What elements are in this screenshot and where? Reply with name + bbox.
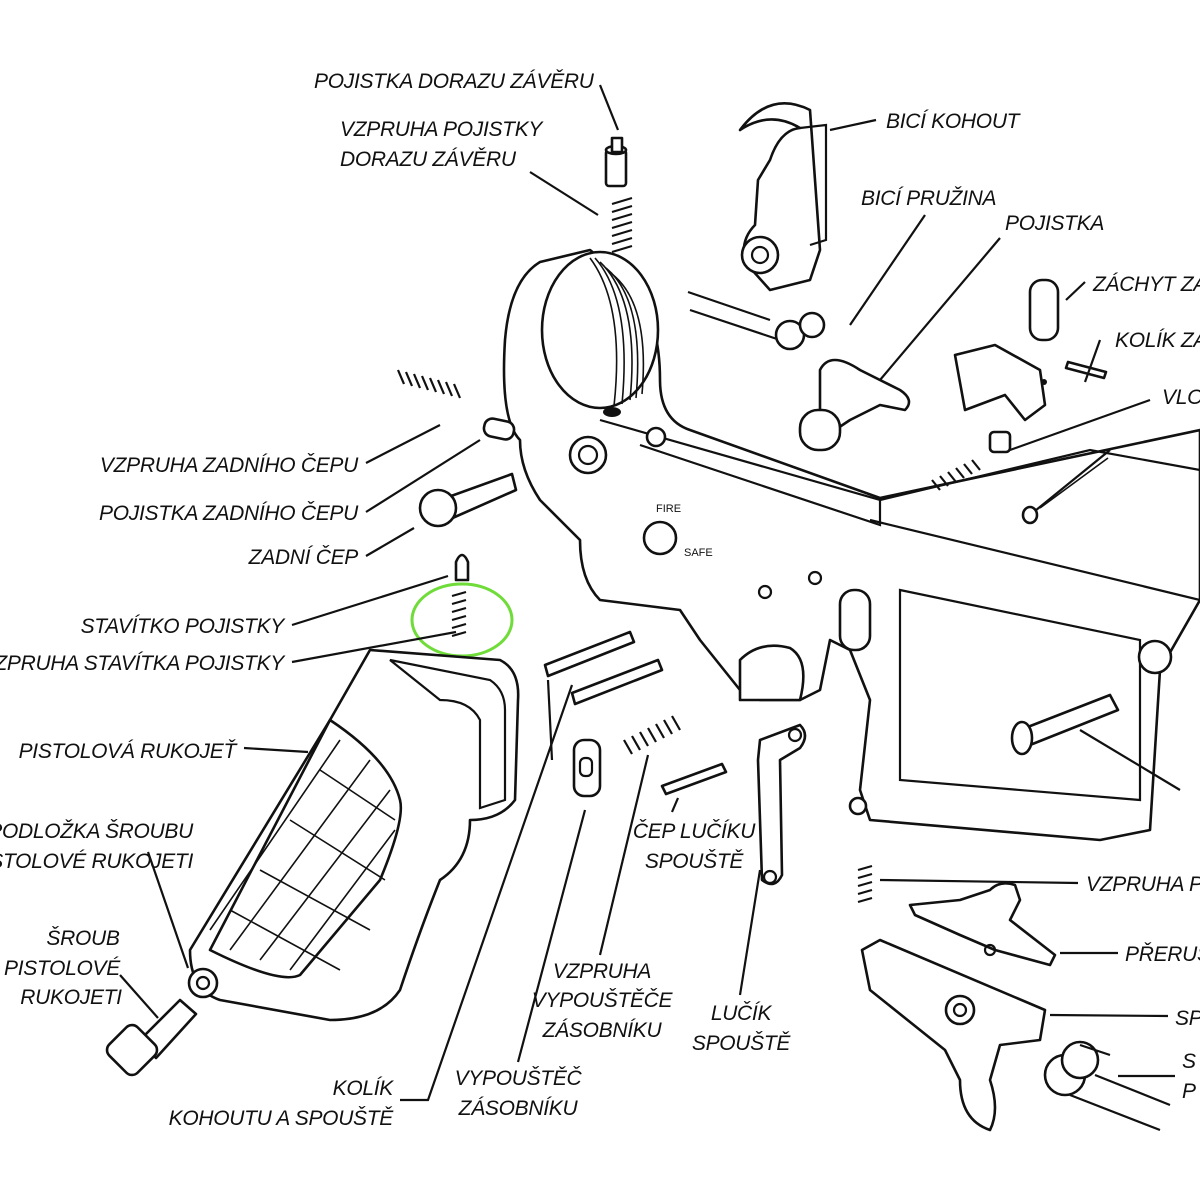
bolt-catch <box>953 278 1060 422</box>
label-grip-screw-2: PISTOLOVÉ <box>4 957 121 980</box>
trigger-guard <box>756 723 807 886</box>
label-hammer: BICÍ KOHOUT <box>886 110 1022 133</box>
disconnector-spring <box>857 864 873 904</box>
label-pistol-grip: PISTOLOVÁ RUKOJEŤ <box>19 740 239 763</box>
hammer-spring <box>687 290 826 351</box>
label-grip-screw-3: RUKOJETI <box>20 986 122 1009</box>
label-trigger-guard-2: SPOUŠTĚ <box>692 1032 792 1055</box>
label-grip-washer-2: STOLOVÉ RUKOJETI <box>0 850 193 873</box>
bolt-catch-plunger <box>604 136 628 188</box>
label-mag-release-spring-3: ZÁSOBNÍKU <box>542 1019 663 1042</box>
label-catch: ZÁCHYT ZA <box>1092 273 1200 296</box>
label-safety-detent-spring: ZPRUHA STAVÍTKA POJISTKY <box>0 652 286 675</box>
labels: POJISTKA DORAZU ZÁVĚRU VZPRUHA POJISTKY … <box>0 70 1200 1130</box>
label-safety: POJISTKA <box>1005 212 1104 235</box>
label-grip-screw-1: ŠROUB <box>46 927 119 950</box>
hammer <box>738 102 828 292</box>
trigger-guard-pin <box>660 762 728 796</box>
buffer-tube-threads <box>589 257 645 407</box>
label-trigger-guard-1: LUČÍK <box>711 1002 773 1025</box>
safety-selector <box>798 358 911 452</box>
lower-receiver: FIRE SAFE <box>502 248 1200 842</box>
label-trigger-guard-pin-2: SPOUŠTĚ <box>645 850 745 873</box>
takedown-detent <box>482 417 516 441</box>
hammer-trigger-pins <box>543 630 664 706</box>
label-bolt-catch-spring-2: DORAZU ZÁVĚRU <box>340 148 517 171</box>
fire-marking: FIRE <box>656 503 681 515</box>
safety-detent <box>454 553 470 582</box>
label-grip-washer-1: PODLOŽKA ŠROUBU <box>0 820 194 843</box>
label-bolt-catch-spring-1: VZPRUHA POJISTKY <box>340 118 544 141</box>
label-takedown-detent: POJISTKA ZADNÍHO ČEPU <box>99 502 359 525</box>
label-safety-detent: STAVÍTKO POJISTKY <box>81 615 287 638</box>
label-hammer-trigger-pin-2: KOHOUTU A SPOUŠTĚ <box>169 1107 395 1130</box>
label-mag-release-spring-2: VYPOUŠTĚČE <box>532 989 674 1012</box>
label-trigger-spring-1: S <box>1182 1050 1196 1073</box>
bolt-catch-spring <box>611 196 633 254</box>
pistol-grip <box>188 648 520 1022</box>
small-spring-right <box>931 459 981 491</box>
bolt-catch-pin <box>1064 360 1108 380</box>
small-plunger <box>988 430 1012 454</box>
label-trigger-spring-2: P <box>1182 1080 1196 1103</box>
takedown-spring <box>396 369 462 399</box>
label-mag-release-2: ZÁSOBNÍKU <box>458 1097 579 1120</box>
label-trigger-guard-pin-1: ČEP LUČÍKU <box>633 820 756 843</box>
grip-washer <box>187 967 219 999</box>
label-takedown-pin: ZADNÍ ČEP <box>248 546 359 569</box>
label-mag-release-spring-1: VZPRUHA <box>553 960 651 983</box>
label-bolt-catch-plunger: POJISTKA DORAZU ZÁVĚRU <box>314 70 595 93</box>
highlight-circle <box>410 582 514 658</box>
magazine-release <box>572 738 602 798</box>
safe-marking: SAFE <box>684 547 713 559</box>
leader-lines <box>119 84 1175 1102</box>
trigger-spring <box>1043 1040 1171 1132</box>
magazine-release-spring <box>623 715 681 755</box>
label-hammer-spring: BICÍ PRUŽINA <box>861 187 996 210</box>
label-takedown-spring: VZPRUHA ZADNÍHO ČEPU <box>100 454 359 477</box>
trigger <box>860 938 1047 1132</box>
grip-screw <box>105 998 198 1077</box>
takedown-pin <box>418 472 518 528</box>
label-spring-p: VZPRUHA P <box>1086 873 1200 896</box>
label-mag-release-1: VYPOUŠTĚČ <box>455 1067 583 1090</box>
label-trigger: SP <box>1175 1007 1200 1030</box>
label-catch-pin: KOLÍK ZA <box>1115 329 1200 352</box>
label-hammer-trigger-pin-1: KOLÍK <box>333 1077 395 1100</box>
safety-detent-spring <box>451 590 467 638</box>
label-vlo: VLO <box>1162 386 1200 409</box>
disconnector <box>908 882 1057 967</box>
